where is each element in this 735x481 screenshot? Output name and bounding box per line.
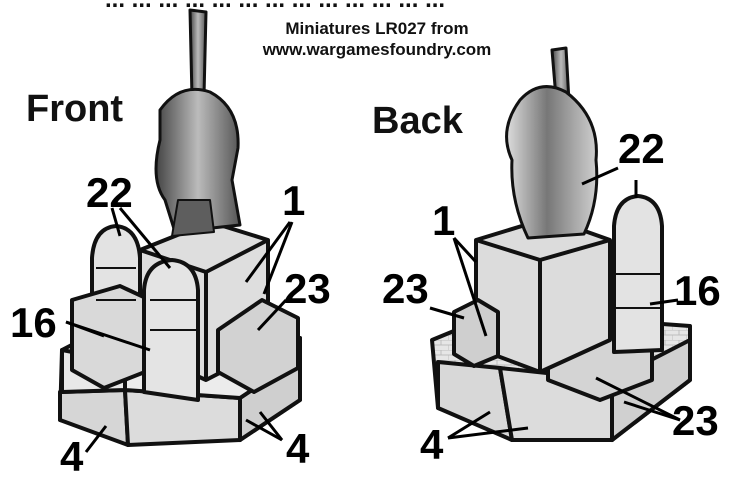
front-callout-1: 1: [282, 180, 305, 222]
front-callout-4-right: 4: [286, 428, 309, 470]
back-callout-23-left: 23: [382, 268, 429, 310]
front-callout-4-left: 4: [60, 436, 83, 478]
back-callout-23-right: 23: [672, 400, 719, 442]
front-callout-16: 16: [10, 302, 57, 344]
front-callout-23: 23: [284, 268, 331, 310]
front-figure: [156, 10, 240, 236]
front-model: [60, 10, 300, 445]
front-view-label: Front: [26, 88, 123, 131]
back-callout-22: 22: [618, 128, 665, 170]
back-callout-4: 4: [420, 424, 443, 466]
back-view-label: Back: [372, 100, 463, 143]
back-callout-16: 16: [674, 270, 721, 312]
front-callout-22: 22: [86, 172, 133, 214]
back-figure: [507, 48, 597, 238]
back-callout-1: 1: [432, 200, 455, 242]
back-model: [432, 48, 690, 440]
